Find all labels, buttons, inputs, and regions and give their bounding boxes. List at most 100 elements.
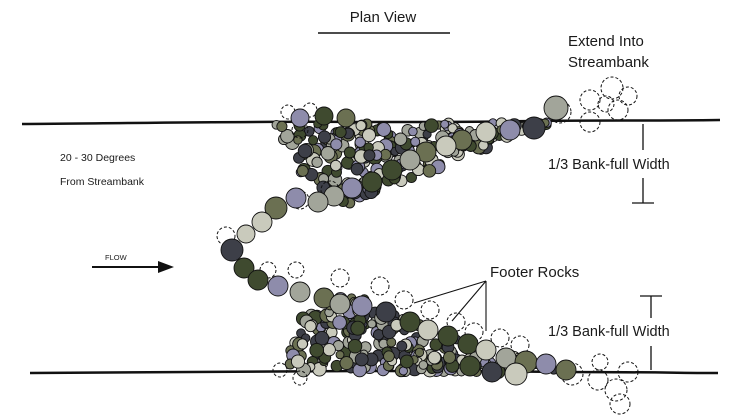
rock bbox=[362, 128, 376, 143]
rock bbox=[381, 159, 403, 181]
rock bbox=[339, 356, 354, 371]
buried-rock bbox=[597, 95, 615, 113]
rock bbox=[354, 136, 366, 148]
buried-rock bbox=[216, 226, 236, 246]
streambank-label: Streambank bbox=[568, 54, 649, 71]
rock bbox=[475, 339, 497, 361]
rock bbox=[475, 121, 497, 143]
footer-rocks-label: Footer Rocks bbox=[490, 264, 579, 281]
rock bbox=[376, 122, 392, 137]
rock bbox=[499, 119, 521, 141]
rock bbox=[220, 238, 244, 262]
buried-rock bbox=[579, 89, 601, 111]
rock bbox=[247, 269, 269, 291]
rock bbox=[535, 353, 557, 375]
rock bbox=[296, 164, 309, 177]
flow-arrow-icon bbox=[92, 261, 174, 273]
buried-rock bbox=[394, 290, 414, 310]
rock bbox=[429, 338, 443, 352]
rock bbox=[236, 224, 256, 244]
rock bbox=[350, 162, 364, 176]
rock bbox=[396, 340, 408, 352]
rock bbox=[351, 295, 373, 317]
rock bbox=[399, 311, 421, 333]
rock bbox=[264, 196, 288, 220]
rock bbox=[320, 146, 336, 161]
buried-rock bbox=[618, 86, 638, 106]
buried-rock bbox=[609, 393, 631, 415]
rock bbox=[330, 159, 342, 172]
rock bbox=[427, 350, 442, 365]
rock bbox=[555, 359, 577, 381]
buried-rock bbox=[287, 261, 305, 279]
lower-width-dimension bbox=[640, 295, 662, 370]
rock bbox=[289, 281, 311, 303]
rock bbox=[276, 120, 288, 132]
rock bbox=[293, 135, 303, 145]
upper-width-dimension bbox=[632, 124, 654, 204]
rock bbox=[418, 360, 429, 370]
rock bbox=[329, 293, 351, 315]
rock bbox=[314, 330, 330, 346]
rock bbox=[336, 108, 356, 128]
rock bbox=[422, 164, 437, 178]
rock bbox=[322, 343, 336, 357]
rock bbox=[440, 119, 450, 129]
rock bbox=[332, 315, 347, 330]
degrees-label: 20 - 30 Degrees bbox=[60, 152, 135, 164]
rock bbox=[481, 361, 503, 383]
rock bbox=[443, 350, 456, 364]
buried-rock bbox=[272, 362, 288, 378]
rock bbox=[386, 337, 397, 348]
buried-rock bbox=[490, 328, 510, 348]
buried-rock bbox=[370, 276, 390, 296]
rock bbox=[361, 171, 383, 193]
rock bbox=[251, 211, 273, 233]
rock bbox=[311, 156, 323, 168]
rock bbox=[410, 136, 421, 147]
rock bbox=[437, 325, 459, 347]
buried-rock bbox=[591, 353, 609, 371]
buried-rock bbox=[510, 335, 530, 355]
footer-rocks-leaders bbox=[413, 280, 487, 331]
rock bbox=[233, 257, 255, 279]
rock bbox=[280, 129, 295, 144]
rock bbox=[459, 355, 481, 377]
rock bbox=[417, 319, 439, 341]
rock bbox=[375, 301, 397, 323]
rock bbox=[383, 350, 395, 363]
buried-rock bbox=[607, 99, 629, 121]
rock bbox=[330, 138, 343, 151]
rock bbox=[350, 320, 366, 336]
buried-rock bbox=[604, 378, 628, 402]
rock bbox=[355, 120, 367, 132]
rock bbox=[309, 342, 325, 358]
rock bbox=[367, 319, 377, 329]
rock bbox=[343, 146, 356, 159]
from-streambank-label: From Streambank bbox=[60, 176, 145, 188]
buried-rock bbox=[446, 312, 466, 332]
rock bbox=[405, 171, 417, 184]
rock bbox=[447, 123, 458, 134]
rock bbox=[363, 149, 376, 162]
rock bbox=[290, 108, 310, 128]
buried-rock bbox=[617, 361, 639, 383]
buried-rock bbox=[464, 322, 484, 342]
buried-rock bbox=[330, 268, 350, 288]
flow-label: FLOW bbox=[105, 253, 128, 262]
rock-vane-structure bbox=[216, 76, 639, 415]
rock bbox=[347, 338, 363, 354]
rock bbox=[297, 143, 313, 159]
rock bbox=[522, 116, 546, 140]
rock bbox=[308, 135, 319, 146]
rock bbox=[304, 320, 317, 333]
rock bbox=[317, 130, 332, 144]
buried-rock bbox=[587, 369, 609, 391]
rock bbox=[543, 95, 569, 121]
rock bbox=[435, 135, 457, 157]
buried-rock bbox=[420, 300, 440, 320]
rock bbox=[399, 354, 414, 369]
upper-bank-width-label: 1/3 Bank-full Width bbox=[548, 157, 670, 173]
rock bbox=[267, 275, 289, 297]
